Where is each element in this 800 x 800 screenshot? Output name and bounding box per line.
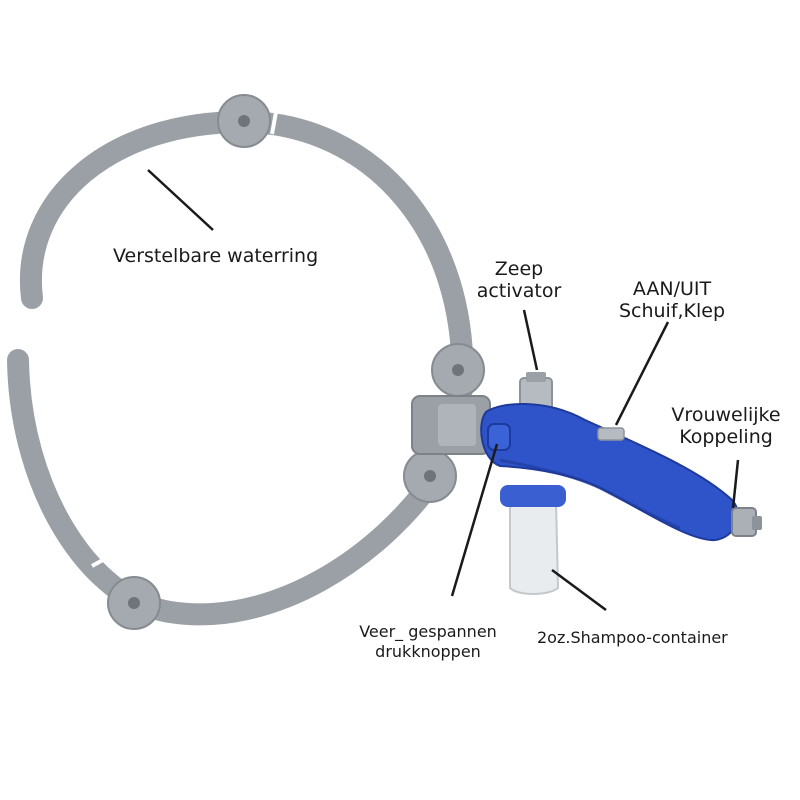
female-coupling xyxy=(731,507,762,537)
shampoo-container xyxy=(500,485,566,595)
leader-lines xyxy=(147,169,740,612)
ring-knob-right-upper xyxy=(431,343,485,397)
label-container: 2oz.Shampoo-container xyxy=(537,628,728,647)
leader-soap-activator xyxy=(522,309,539,371)
label-on-off: AAN/UIT Schuif,Klep xyxy=(618,278,726,322)
leader-on-off xyxy=(614,321,670,426)
on-off-slider xyxy=(597,427,625,441)
label-coupling: Vrouwelijke Koppeling xyxy=(671,404,781,448)
ring-knob-bottom-left xyxy=(107,576,161,630)
label-ring: Verstelbare waterring xyxy=(113,245,319,267)
gray-connector xyxy=(411,395,491,455)
ring-arc-bottom xyxy=(7,349,451,626)
leader-coupling xyxy=(731,459,740,509)
label-spring-buttons: Veer_ gespannen drukknoppen xyxy=(359,622,497,661)
ring-joint-gaps xyxy=(91,111,278,568)
ring-knob-right-lower xyxy=(403,449,457,503)
push-button xyxy=(487,423,511,451)
ring-knob-top xyxy=(217,94,271,148)
leader-ring xyxy=(147,169,214,231)
leader-spring-buttons xyxy=(450,443,499,597)
spray-handle xyxy=(480,402,739,542)
leader-container xyxy=(551,568,607,612)
water-ring xyxy=(7,110,474,626)
label-soap-activator: Zeep activator xyxy=(476,258,562,302)
